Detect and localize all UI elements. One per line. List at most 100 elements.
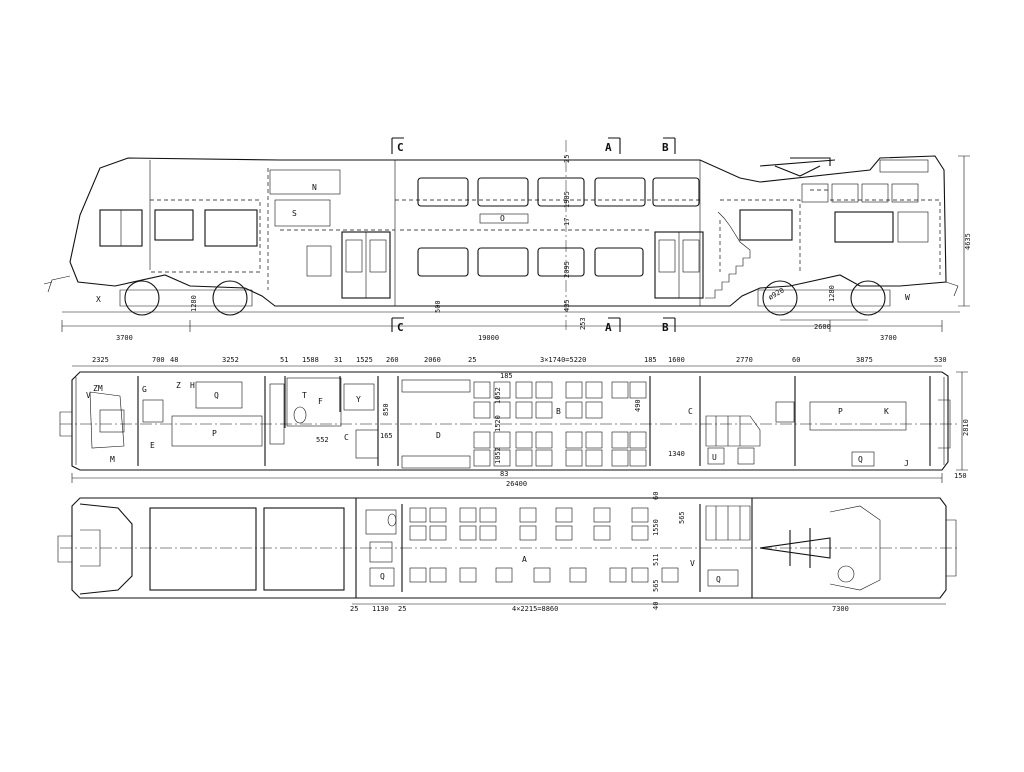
toilet-room: [286, 377, 342, 427]
dim-inner-2: 165: [380, 432, 393, 440]
pantograph: [759, 157, 836, 177]
dim-top-11: 3×1740=5220: [540, 356, 586, 364]
side-dimension-line: [61, 320, 943, 332]
dim-top-2: 48: [170, 356, 178, 364]
side-hidden-structure: [150, 168, 941, 290]
dim-axle-height-right: 1280: [828, 285, 836, 302]
roof-hatch-1: [149, 507, 257, 591]
lower-plan-outline: [71, 371, 949, 471]
room-label-q-right: Q: [858, 455, 863, 464]
dim-plan-width: 2810: [962, 419, 970, 436]
overall-length-line: [71, 473, 943, 483]
cabinet-y: [343, 383, 375, 411]
dim-upper-inner-1: 1550: [652, 519, 660, 536]
section-mark-c-top: C: [397, 141, 404, 154]
room-label-q-upper-right: Q: [716, 575, 721, 584]
dim-inner-1: 552: [316, 436, 329, 444]
equipment-block-q: [195, 381, 243, 409]
upper-deck-line: [149, 160, 701, 306]
room-label-o: O: [500, 214, 505, 223]
section-mark-c-bottom: C: [397, 321, 404, 334]
dim-inner-7: 185: [500, 372, 513, 380]
cabinet-q-left: [142, 399, 164, 423]
dim-top-12: 185: [644, 356, 657, 364]
dim-top-1: 700: [152, 356, 165, 364]
window-left-lower: [204, 209, 258, 247]
room-label-h: H: [190, 381, 195, 390]
room-label-q: Q: [214, 391, 219, 400]
dim-step-height: 500: [434, 300, 442, 313]
lower-window-row: [417, 247, 644, 277]
dim-top-4: 51: [280, 356, 288, 364]
door-right: [654, 231, 704, 299]
cabinet-g: [269, 383, 285, 445]
dim-plan-offset: 150: [954, 472, 967, 480]
roof-equipment-plan: [829, 505, 881, 591]
bogie-right: [757, 280, 891, 316]
dim-top-15: 60: [792, 356, 800, 364]
dim-overall-length: 26400: [506, 480, 527, 488]
stairs-upper-plan: [705, 505, 751, 541]
room-label-u: U: [712, 453, 717, 462]
room-label-z: Z: [176, 381, 181, 390]
stairs-right: [705, 211, 751, 299]
dim-top-3: 3252: [222, 356, 239, 364]
cabinet-u: [707, 447, 725, 465]
coupler-plan-left: [59, 411, 72, 437]
dim-inner-0: 850: [382, 403, 390, 416]
dim-inner-5: 1052: [494, 447, 502, 464]
stairs-lower-plan: [705, 415, 761, 447]
dim-left-overhang: 3700: [116, 334, 133, 342]
window-cab-rear: [897, 211, 929, 243]
door-left: [341, 231, 391, 299]
dim-floor-a: 17: [563, 218, 571, 226]
dim-bottom-2: 25: [398, 605, 406, 613]
room-label-g: G: [142, 385, 147, 394]
cabinet-q-upper-right: [707, 569, 739, 587]
dim-upper-inner-5: 40: [652, 602, 660, 610]
room-label-a: A: [522, 555, 527, 564]
dim-bottom-1: 1130: [372, 605, 389, 613]
upper-right-windows: [801, 183, 919, 203]
cabinet-q-right: [851, 451, 875, 467]
dim-upper-inner-4: 565: [652, 579, 660, 592]
section-mark-b-top: B: [662, 141, 669, 154]
dim-bottom-3: 4×2215=8860: [512, 605, 558, 613]
upper-window-row: [417, 177, 700, 207]
room-label-p: P: [212, 429, 217, 438]
upper-plan-partitions: [355, 498, 753, 598]
room-label-q-upper: Q: [380, 572, 385, 581]
dim-bogie-wheelbase: 2600: [814, 323, 831, 331]
bench-d-bottom: [401, 455, 471, 469]
lower-plan-top-dimensions: 2325 700 48 3252 51 1588 31 1525 260 206…: [92, 356, 947, 364]
plan-width-line: [956, 371, 968, 471]
window-toilet: [306, 245, 332, 277]
destination-board: [479, 213, 529, 224]
room-label-w: W: [905, 293, 910, 302]
dim-top-17: 530: [934, 356, 947, 364]
section-mark-a-bottom: A: [605, 321, 612, 334]
upper-deck-plan: Q A V Q 25 1130 25 4×2215=8860 7300 60 1…: [57, 492, 958, 613]
dim-total-height-line: [958, 155, 970, 307]
wc-bowl-upper: [387, 513, 397, 527]
coupler-upper-left: [57, 529, 101, 567]
bench-d-top: [401, 379, 471, 393]
room-label-e: E: [150, 441, 155, 450]
basin-upper: [369, 541, 393, 563]
section-marks: C A B C A B: [391, 137, 676, 334]
dim-inner-9: 490: [634, 399, 642, 412]
dim-inner-8: 1340: [668, 450, 685, 458]
room-label-v: V: [86, 391, 91, 400]
room-label-x: X: [96, 295, 101, 304]
dim-top-16: 3875: [856, 356, 873, 364]
dim-right-overhang: 3700: [880, 334, 897, 342]
dim-top-0: 2325: [92, 356, 109, 364]
room-label-d: D: [436, 431, 441, 440]
window-cab-right: [834, 211, 894, 243]
seats-b: [473, 381, 647, 467]
dim-top-13: 1600: [668, 356, 685, 364]
dim-inner-3: 1052: [494, 387, 502, 404]
window-right-lower: [739, 209, 793, 241]
